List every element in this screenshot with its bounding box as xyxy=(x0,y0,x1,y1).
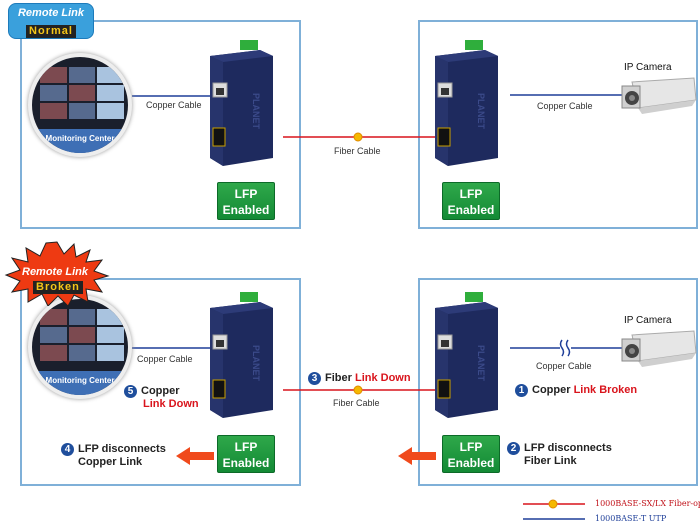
top-ip-camera-icon xyxy=(621,77,697,114)
top-right-lfp-enabled-badge: LFP Enabled xyxy=(442,182,500,220)
broken-badge-line2: Broken xyxy=(33,281,83,294)
top-right-media-converter: PLANET xyxy=(435,40,498,166)
step-number-icon: 2 xyxy=(507,442,520,455)
bottom-right-lfp-enabled-badge: LFP Enabled xyxy=(442,435,500,473)
top-right-copper-label: Copper Cable xyxy=(537,101,593,111)
monitoring-center-label: Monitoring Center xyxy=(32,129,128,153)
terminal-block-icon xyxy=(465,292,483,302)
bottom-fiber-label: Fiber Cable xyxy=(333,398,380,408)
svg-text:PLANET: PLANET xyxy=(476,93,486,130)
bottom-right-copper-label: Copper Cable xyxy=(536,361,592,371)
top-monitoring-center: Monitoring Center xyxy=(28,53,132,157)
sfp-port-icon xyxy=(437,379,451,399)
bottom-fiber-connector xyxy=(353,385,363,395)
video-wall-icon xyxy=(40,309,124,361)
broken-badge-line1: Remote Link xyxy=(22,266,89,278)
top-left-lfp-enabled-badge: LFP Enabled xyxy=(217,182,275,220)
step-number-icon: 5 xyxy=(124,385,137,398)
top-left-copper-label: Copper Cable xyxy=(146,100,202,110)
step-number-icon: 3 xyxy=(308,372,321,385)
monitoring-center-label: Monitoring Center xyxy=(32,371,128,395)
remote-link-normal-badge: Remote Link Normal xyxy=(8,3,94,39)
bottom-ip-camera-icon xyxy=(621,330,697,367)
cable-break-icon xyxy=(559,339,571,357)
bottom-left-media-converter: PLANET xyxy=(210,292,273,418)
svg-text:PLANET: PLANET xyxy=(251,345,261,382)
bottom-right-media-converter: PLANET xyxy=(435,292,498,418)
left-arrow-icon xyxy=(398,447,436,465)
bottom-camera-label: IP Camera xyxy=(624,315,672,326)
terminal-block-icon xyxy=(240,40,258,50)
sfp-port-icon xyxy=(437,127,451,147)
video-wall-icon xyxy=(40,67,124,119)
bottom-left-lfp-enabled-badge: LFP Enabled xyxy=(217,435,275,473)
sfp-port-icon xyxy=(212,379,226,399)
terminal-block-icon xyxy=(465,40,483,50)
step-number-icon: 1 xyxy=(515,384,528,397)
sfp-port-icon xyxy=(212,127,226,147)
legend-utp-label: 1000BASE-T UTP xyxy=(595,514,667,523)
left-arrow-icon xyxy=(176,447,214,465)
bottom-monitoring-center: Monitoring Center xyxy=(28,295,132,399)
svg-text:PLANET: PLANET xyxy=(476,345,486,382)
terminal-block-icon xyxy=(240,292,258,302)
top-fiber-connector xyxy=(353,132,363,142)
top-left-media-converter: PLANET xyxy=(210,40,273,166)
top-fiber-label: Fiber Cable xyxy=(334,146,381,156)
legend-fiber-label: 1000BASE-SX/LX Fiber-optic xyxy=(595,499,700,508)
bottom-left-copper-label: Copper Cable xyxy=(137,354,193,364)
legend-fiber-connector xyxy=(548,499,558,509)
step-number-icon: 4 xyxy=(61,443,74,456)
top-camera-label: IP Camera xyxy=(624,62,672,73)
svg-text:PLANET: PLANET xyxy=(251,93,261,130)
